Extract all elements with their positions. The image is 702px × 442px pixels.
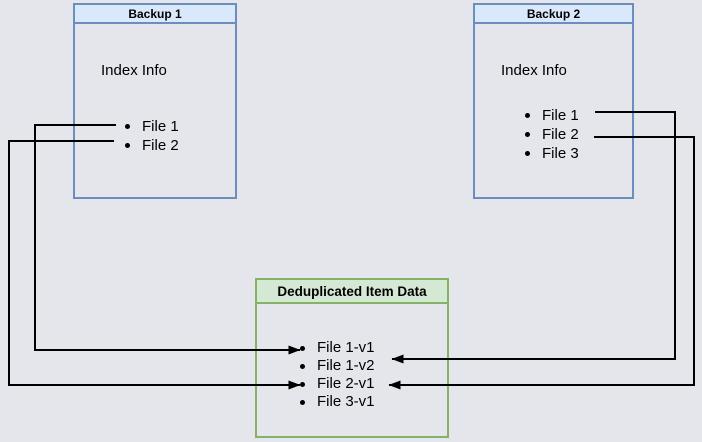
list-item: File 2-v1 — [300, 375, 375, 393]
list-item: File 2 — [525, 125, 579, 144]
list-item: File 1-v1 — [300, 339, 375, 357]
backup2-title: Backup 2 — [475, 5, 632, 24]
backup1-index-info-label: Index Info — [101, 62, 167, 79]
list-item: File 1 — [525, 106, 579, 125]
backup1-title: Backup 1 — [75, 5, 235, 24]
list-item: File 3 — [525, 144, 579, 163]
dedup-title: Deduplicated Item Data — [257, 280, 447, 304]
list-item: File 1 — [125, 117, 179, 136]
list-item: File 2 — [125, 136, 179, 155]
list-item: File 1-v2 — [300, 357, 375, 375]
backup2-index-info-label: Index Info — [501, 62, 567, 79]
list-item: File 3-v1 — [300, 393, 375, 411]
